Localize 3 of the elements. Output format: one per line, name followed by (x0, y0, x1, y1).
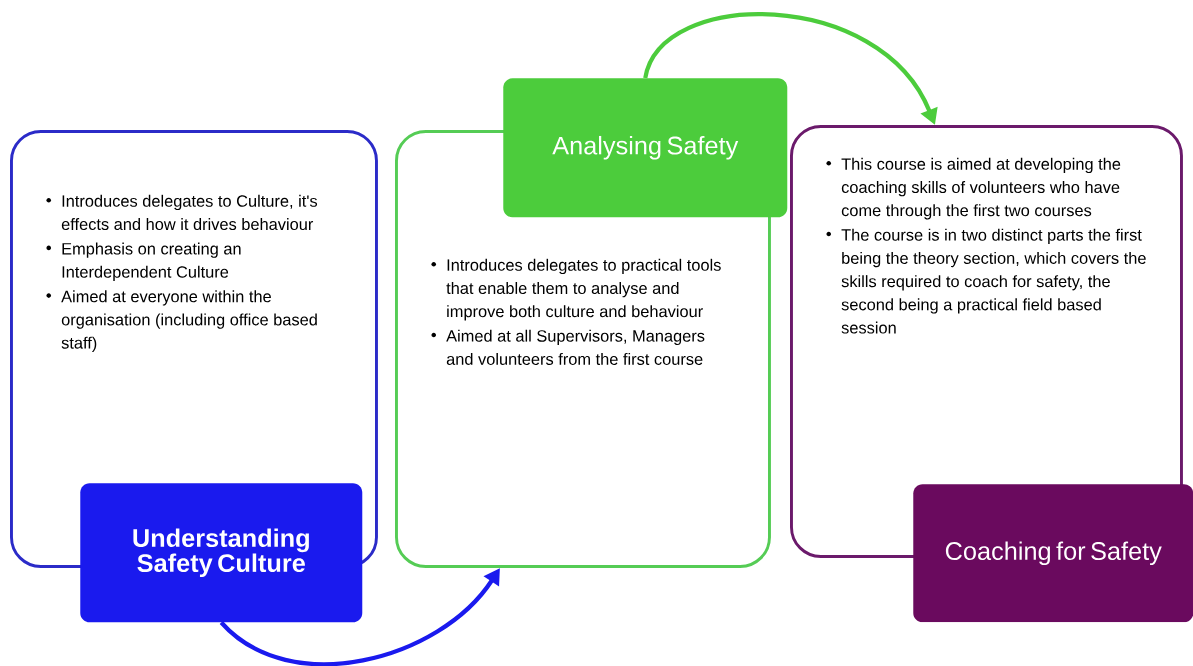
course-title-box: Analysing Safety (503, 78, 788, 218)
course-title-box: Understanding Safety Culture (80, 483, 363, 623)
course-title-box: Coaching for Safety (913, 484, 1193, 623)
